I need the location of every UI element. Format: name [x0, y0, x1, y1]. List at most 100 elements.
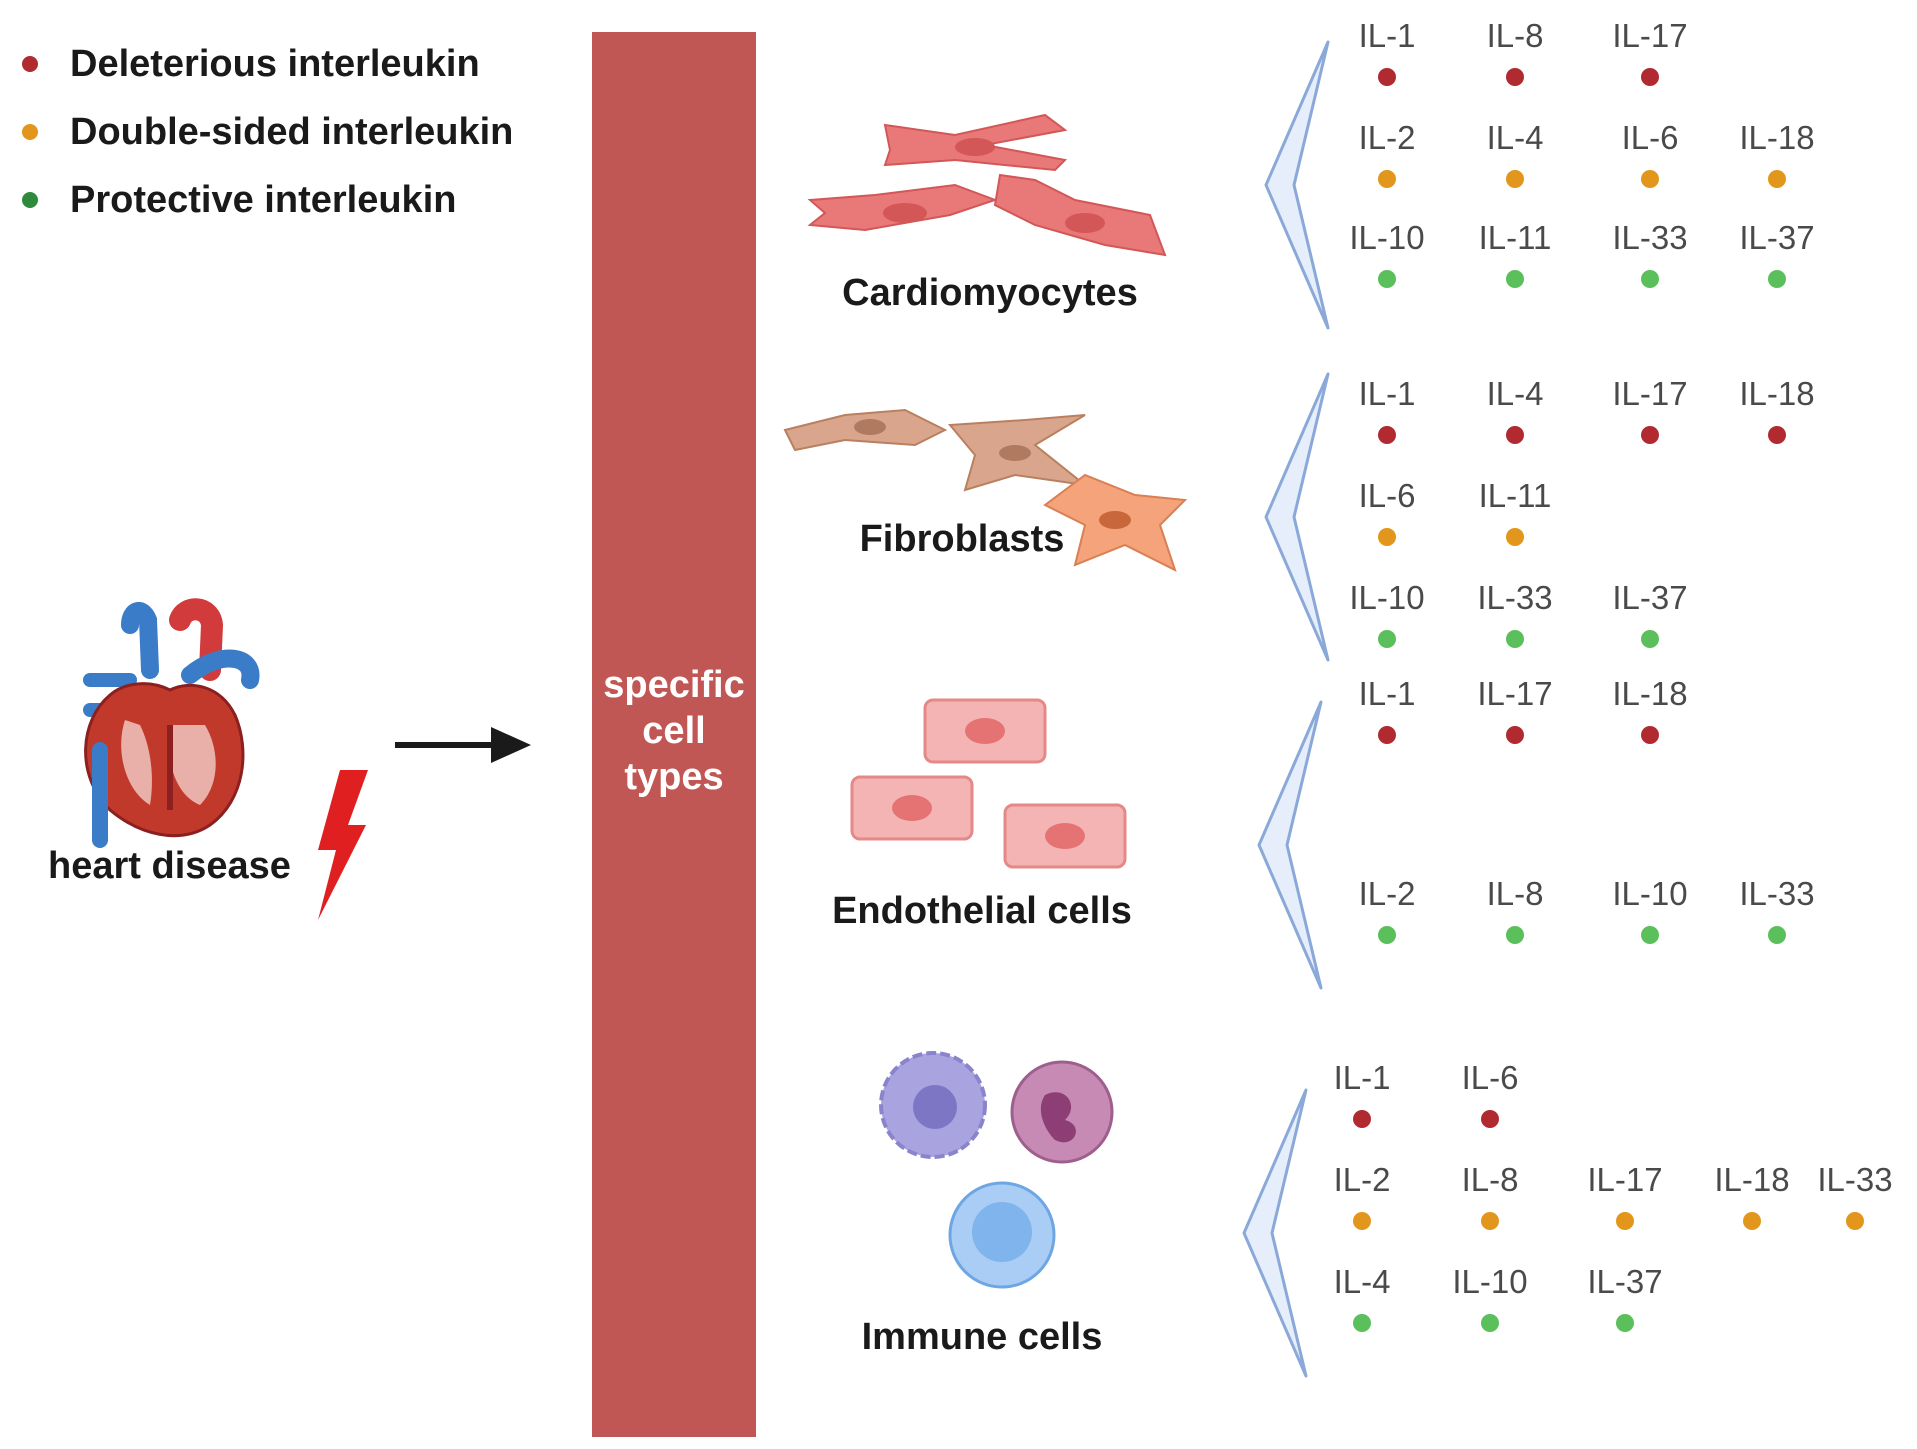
interleukin-label: IL-6	[1461, 1059, 1519, 1096]
legend-label: Deleterious interleukin	[70, 42, 480, 85]
endothelial-cell-icon	[850, 698, 1127, 869]
interleukin-item: IL-10	[1327, 580, 1447, 648]
deleterious-dot-icon	[1641, 726, 1659, 744]
cell-types-bar	[592, 32, 756, 1437]
interleukin-label: IL-6	[1621, 119, 1679, 156]
deleterious-dot-icon	[1506, 726, 1524, 744]
interleukin-item: IL-6	[1430, 1060, 1550, 1128]
double-sided-dot-icon	[1378, 170, 1396, 188]
deleterious-dot-icon	[1378, 68, 1396, 86]
interleukin-label: IL-33	[1739, 875, 1815, 912]
double-sided-dot-icon	[1641, 170, 1659, 188]
interleukin-item: IL-37	[1565, 1264, 1685, 1332]
interleukin-item: IL-37	[1590, 580, 1710, 648]
protective-dot-icon	[1506, 926, 1524, 944]
deleterious-dot-icon	[22, 56, 38, 72]
interleukin-label: IL-33	[1612, 219, 1688, 256]
interleukin-item: IL-1	[1302, 1060, 1422, 1128]
legend-label: Protective interleukin	[70, 178, 457, 221]
deleterious-dot-icon	[1641, 426, 1659, 444]
chevron-left-icon	[1264, 372, 1330, 662]
deleterious-dot-icon	[1506, 426, 1524, 444]
legend: Deleterious interleukin Double-sided int…	[22, 30, 513, 234]
interleukin-label: IL-8	[1486, 875, 1544, 912]
interleukin-label: IL-10	[1349, 219, 1425, 256]
double-sided-dot-icon	[1743, 1212, 1761, 1230]
interleukin-item: IL-4	[1455, 120, 1575, 188]
interleukin-label: IL-4	[1333, 1263, 1391, 1300]
lightning-bolt-icon	[318, 770, 368, 920]
heart-icon	[83, 598, 260, 848]
interleukin-label: IL-10	[1612, 875, 1688, 912]
arrow-right-icon	[395, 727, 531, 763]
interleukin-item: IL-2	[1327, 120, 1447, 188]
interleukin-item: IL-17	[1590, 376, 1710, 444]
interleukin-item: IL-17	[1590, 18, 1710, 86]
protective-dot-icon	[1353, 1314, 1371, 1332]
interleukin-item: IL-17	[1455, 676, 1575, 744]
protective-dot-icon	[1378, 630, 1396, 648]
interleukin-item: IL-1	[1327, 376, 1447, 444]
interleukin-item: IL-33	[1455, 580, 1575, 648]
protective-dot-icon	[1506, 270, 1524, 288]
interleukin-item: IL-33	[1795, 1162, 1915, 1230]
deleterious-dot-icon	[1768, 426, 1786, 444]
interleukin-item: IL-4	[1302, 1264, 1422, 1332]
interleukin-label: IL-17	[1612, 375, 1688, 412]
cell-label-immune: Immune cells	[861, 1316, 1103, 1358]
interleukin-item: IL-1	[1327, 676, 1447, 744]
interleukin-label: IL-4	[1486, 119, 1544, 156]
interleukin-label: IL-17	[1612, 17, 1688, 54]
interleukin-label: IL-37	[1587, 1263, 1663, 1300]
protective-dot-icon	[1378, 270, 1396, 288]
cell-label-endothelial: Endothelial cells	[832, 890, 1132, 932]
double-sided-dot-icon	[22, 124, 38, 140]
interleukin-item: IL-6	[1590, 120, 1710, 188]
double-sided-dot-icon	[1616, 1212, 1634, 1230]
interleukin-label: IL-1	[1358, 675, 1416, 712]
fibroblast-icon	[783, 408, 1188, 572]
interleukin-item: IL-33	[1590, 220, 1710, 288]
interleukin-item: IL-11	[1455, 220, 1575, 288]
interleukin-label: IL-2	[1333, 1161, 1391, 1198]
chevron-left-icon	[1264, 40, 1330, 330]
protective-dot-icon	[22, 192, 38, 208]
cell-types-label: specific cell types	[592, 662, 756, 800]
interleukin-item: IL-10	[1430, 1264, 1550, 1332]
protective-dot-icon	[1378, 926, 1396, 944]
interleukin-item: IL-10	[1327, 220, 1447, 288]
interleukin-label: IL-17	[1587, 1161, 1663, 1198]
interleukin-item: IL-4	[1455, 376, 1575, 444]
deleterious-dot-icon	[1641, 68, 1659, 86]
immune-cell-icon	[879, 1051, 1114, 1289]
interleukin-label: IL-8	[1461, 1161, 1519, 1198]
double-sided-dot-icon	[1481, 1212, 1499, 1230]
double-sided-dot-icon	[1506, 170, 1524, 188]
interleukin-label: IL-10	[1349, 579, 1425, 616]
interleukin-item: IL-8	[1430, 1162, 1550, 1230]
double-sided-dot-icon	[1506, 528, 1524, 546]
interleukin-label: IL-37	[1612, 579, 1688, 616]
interleukin-label: IL-18	[1739, 119, 1815, 156]
interleukin-label: IL-2	[1358, 119, 1416, 156]
interleukin-label: IL-11	[1478, 477, 1552, 514]
protective-dot-icon	[1641, 926, 1659, 944]
interleukin-item: IL-18	[1590, 676, 1710, 744]
interleukin-item: IL-18	[1692, 1162, 1812, 1230]
interleukin-item: IL-8	[1455, 18, 1575, 86]
interleukin-item: IL-33	[1717, 876, 1837, 944]
bar-label-line: types	[624, 756, 724, 798]
cell-label-cardiomyocytes: Cardiomyocytes	[842, 272, 1138, 314]
interleukin-label: IL-6	[1358, 477, 1416, 514]
interleukin-item: IL-17	[1565, 1162, 1685, 1230]
legend-item-deleterious: Deleterious interleukin	[22, 30, 513, 98]
double-sided-dot-icon	[1353, 1212, 1371, 1230]
legend-item-double-sided: Double-sided interleukin	[22, 98, 513, 166]
protective-dot-icon	[1641, 630, 1659, 648]
protective-dot-icon	[1506, 630, 1524, 648]
interleukin-item: IL-6	[1327, 478, 1447, 546]
interleukin-label: IL-11	[1478, 219, 1552, 256]
interleukin-label: IL-1	[1358, 375, 1416, 412]
interleukin-item: IL-18	[1717, 376, 1837, 444]
protective-dot-icon	[1768, 270, 1786, 288]
